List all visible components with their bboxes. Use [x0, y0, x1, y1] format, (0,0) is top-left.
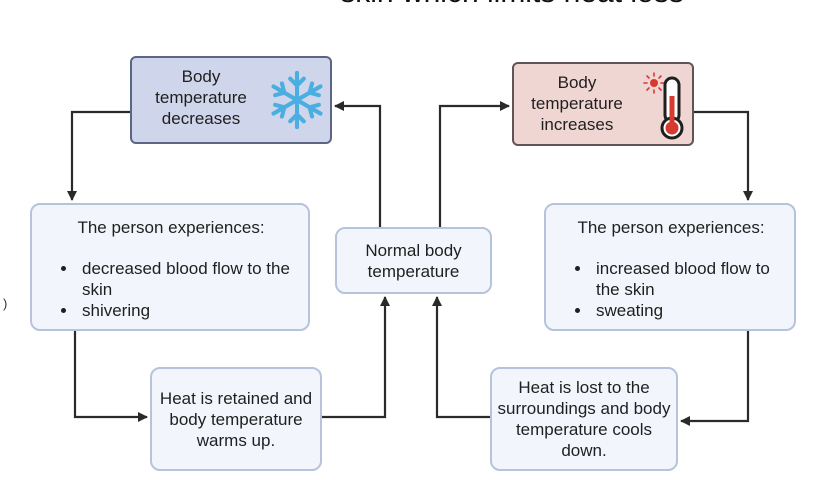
heat-retained-box: Heat is retained and body temperature wa… — [150, 367, 322, 471]
heat-lost-box: Heat is lost to the surroundings and bod… — [490, 367, 678, 471]
arrow-experience-to-retained — [73, 331, 148, 422]
temperature-increases-label: Body temperature increases — [531, 73, 623, 134]
list-item: decreased blood flow to the skin — [78, 258, 298, 300]
heat-lost-label: Heat is lost to the surroundings and bod… — [497, 378, 671, 460]
arrow-lost-to-normal — [432, 296, 490, 419]
cold-response-list: decreased blood flow to the skin shiveri… — [44, 258, 298, 321]
cutoff-title: skin which limits heat loss — [0, 0, 824, 10]
temperature-increases-box: Body temperature increases — [512, 62, 694, 146]
heat-retained-label: Heat is retained and body temperature wa… — [159, 388, 313, 450]
person-experiences-hot-box: The person experiences: increased blood … — [544, 203, 796, 331]
person-experiences-cold-box: The person experiences: decreased blood … — [30, 203, 310, 331]
snowflake-icon — [271, 70, 323, 130]
arrow-decrease-to-experience — [67, 110, 130, 201]
thermometer-icon — [643, 72, 684, 140]
temperature-decreases-label: Body temperature decreases — [155, 67, 247, 128]
arrow-experience-to-lost — [680, 331, 750, 426]
arrow-normal-to-decrease — [334, 101, 382, 227]
temperature-decreases-box: Body temperature decreases — [130, 56, 332, 144]
arrow-increase-to-experience — [694, 110, 753, 201]
normal-temperature-label: Normal body temperature — [365, 240, 462, 281]
arrow-retained-to-normal — [322, 296, 390, 419]
normal-temperature-box: Normal body temperature — [335, 227, 492, 294]
hot-response-list: increased blood flow to the skin sweatin… — [558, 258, 784, 321]
experiences-heading: The person experiences: — [77, 218, 265, 237]
edge-mark: ) — [3, 296, 8, 311]
sun-icon — [643, 72, 665, 94]
list-item: shivering — [78, 300, 298, 321]
arrow-normal-to-increase — [438, 101, 510, 227]
list-item: sweating — [592, 300, 784, 321]
list-item: increased blood flow to the skin — [592, 258, 784, 300]
experiences-heading: The person experiences: — [577, 218, 765, 237]
